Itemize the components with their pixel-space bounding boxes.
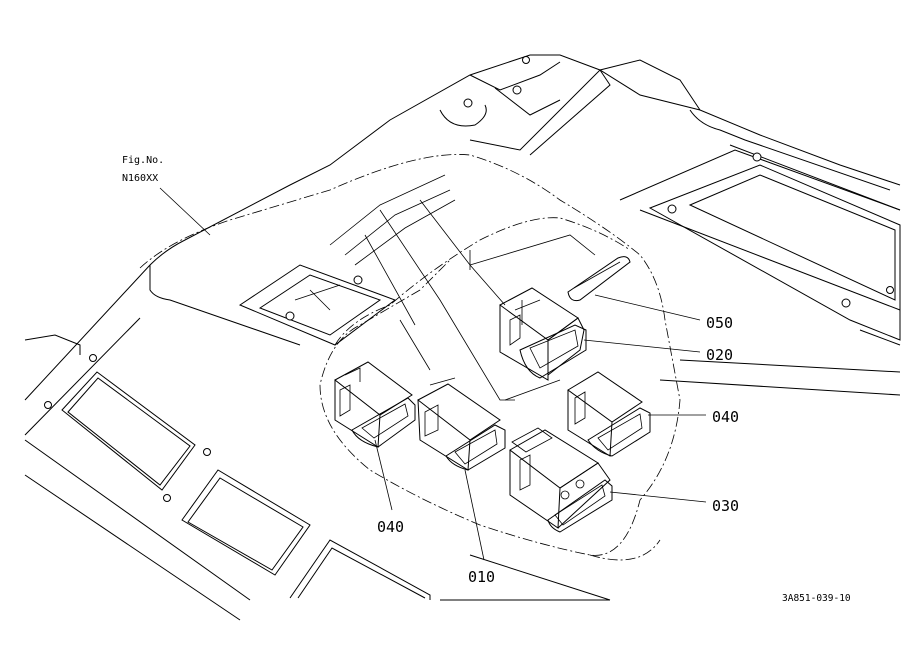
- switch-020[interactable]: [499, 287, 587, 381]
- callout-020: 020: [706, 346, 733, 364]
- callout-010: 010: [468, 568, 495, 586]
- panel-housing: [24, 54, 901, 621]
- leader-lines: [159, 187, 707, 561]
- cover-plate-050[interactable]: [567, 256, 631, 302]
- switch-040-left[interactable]: [334, 361, 416, 448]
- switch-010[interactable]: [417, 383, 506, 471]
- fig-number: N160XX: [122, 173, 158, 184]
- switch-030[interactable]: [509, 427, 613, 533]
- drawing-code: 3A851-039-10: [782, 593, 851, 604]
- callout-030: 030: [712, 497, 739, 515]
- callout-040-right: 040: [712, 408, 739, 426]
- connector-mounting-region: [139, 154, 681, 561]
- callout-050: 050: [706, 314, 733, 332]
- fig-label: Fig.No.: [122, 155, 164, 166]
- switch-040-right[interactable]: [567, 371, 651, 457]
- callout-040-left: 040: [377, 518, 404, 536]
- wiring-guides: [329, 174, 596, 401]
